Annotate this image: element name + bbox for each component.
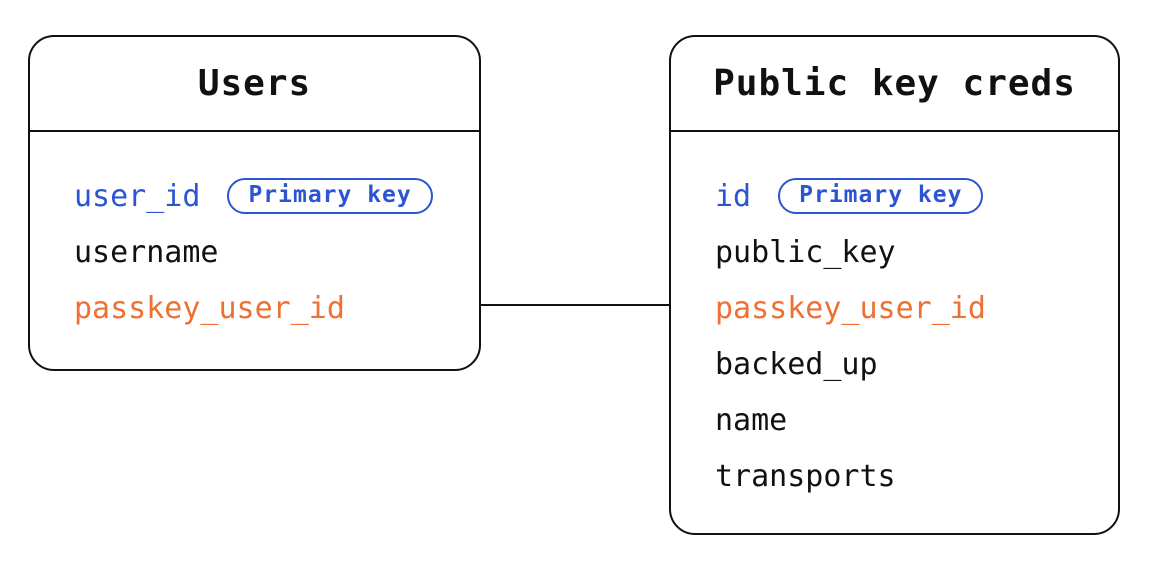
field-row-transports: transports — [715, 448, 1118, 504]
field-row-name: name — [715, 392, 1118, 448]
field-id: id — [715, 178, 752, 214]
field-passkey-user-id: passkey_user_id — [74, 290, 345, 326]
field-public-key: public_key — [715, 234, 896, 270]
field-backed-up: backed_up — [715, 346, 878, 382]
table-public-key-creds-fields: id Primary key public_key passkey_user_i… — [671, 132, 1118, 504]
table-public-key-creds-box: Public key creds id Primary key public_k… — [669, 35, 1120, 535]
field-name: name — [715, 402, 788, 438]
field-row-username: username — [74, 224, 479, 280]
field-username: username — [74, 234, 219, 270]
field-row-user-id: user_id Primary key — [74, 168, 479, 224]
primary-key-badge: Primary key — [778, 178, 984, 214]
table-users-box: Users user_id Primary key username passk… — [28, 35, 481, 371]
relationship-line — [481, 304, 669, 306]
table-users-title: Users — [30, 37, 479, 132]
field-row-backed-up: backed_up — [715, 336, 1118, 392]
field-row-public-key: public_key — [715, 224, 1118, 280]
field-row-id: id Primary key — [715, 168, 1118, 224]
primary-key-badge: Primary key — [227, 178, 433, 214]
field-transports: transports — [715, 458, 896, 494]
field-passkey-user-id: passkey_user_id — [715, 290, 986, 326]
table-users-fields: user_id Primary key username passkey_use… — [30, 132, 479, 336]
field-row-passkey-user-id: passkey_user_id — [715, 280, 1118, 336]
field-row-passkey-user-id: passkey_user_id — [74, 280, 479, 336]
table-public-key-creds-title: Public key creds — [671, 37, 1118, 132]
field-user-id: user_id — [74, 178, 201, 214]
